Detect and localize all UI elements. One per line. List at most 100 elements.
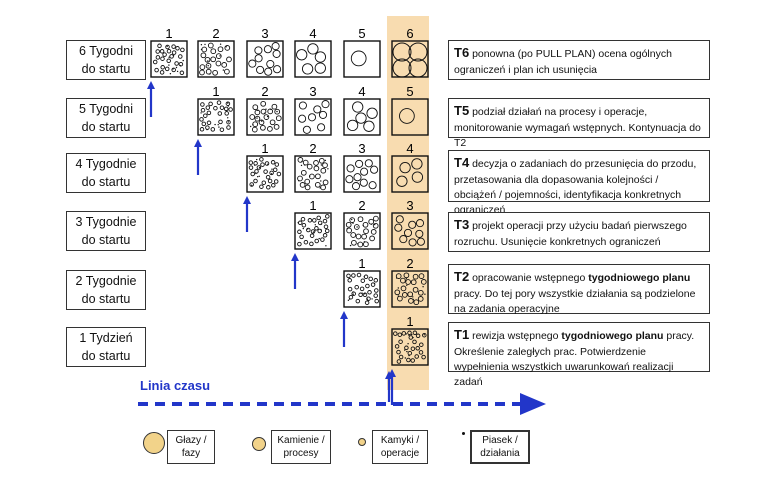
rock-box — [294, 40, 332, 78]
rock-icon — [411, 158, 423, 170]
box-number: 1 — [212, 84, 219, 99]
rock-icon — [252, 121, 259, 128]
row-label-2: 2 Tygodnie do startu — [66, 270, 146, 310]
rock-box — [150, 40, 188, 78]
rock-icon — [324, 228, 330, 234]
box-number: 2 — [261, 84, 268, 99]
rock-icon — [260, 162, 265, 167]
rock-icon — [180, 47, 185, 53]
rock-icon — [300, 169, 307, 176]
rock-icon — [178, 54, 183, 59]
rock-icon — [346, 227, 352, 234]
rock-icon — [364, 300, 370, 305]
rock-icon — [221, 62, 228, 68]
rock-icon — [417, 289, 424, 296]
rock-icon — [199, 117, 204, 122]
rock-icon — [318, 110, 328, 119]
sand-icon — [352, 293, 354, 295]
rock-box — [246, 40, 284, 78]
rock-icon — [355, 159, 364, 168]
box-number: 2 — [309, 141, 316, 156]
rock-icon — [321, 100, 330, 109]
rock-icon — [359, 178, 368, 187]
rock-icon — [297, 229, 302, 235]
box-number: 1 — [165, 26, 172, 41]
legend-icon-large-circle — [143, 432, 165, 454]
rock-icon — [267, 108, 274, 115]
rock-icon — [300, 216, 306, 222]
rock-icon — [210, 127, 216, 132]
rock-icon — [218, 119, 223, 125]
rock-icon — [317, 123, 326, 132]
rock-icon — [416, 237, 425, 246]
rock-icon — [373, 293, 378, 298]
sand-icon — [356, 226, 358, 228]
rock-icon — [404, 345, 409, 351]
sand-icon — [204, 43, 206, 46]
rock-icon — [254, 54, 263, 63]
sand-icon — [227, 121, 230, 123]
rock-box — [343, 40, 381, 78]
legend-label-stones: Kamienie / procesy — [271, 430, 331, 464]
rock-icon — [223, 106, 229, 112]
note-t2: T2 opracowanie wstępnego tygodniowego pl… — [448, 264, 710, 315]
rock-box — [391, 98, 429, 136]
rock-icon — [272, 167, 278, 173]
rock-icon — [160, 56, 165, 61]
rock-icon — [374, 298, 379, 304]
sand-icon — [227, 117, 229, 119]
sand-icon — [412, 336, 414, 339]
rock-icon — [400, 285, 407, 292]
rock-icon — [226, 119, 231, 125]
legend-label-sand: Piasek / działania — [470, 430, 530, 464]
arrow-head-icon — [147, 81, 155, 89]
sand-icon — [168, 56, 170, 58]
rock-icon — [357, 216, 364, 223]
sand-icon — [314, 230, 316, 232]
sand-icon — [373, 283, 376, 285]
rock-icon — [276, 171, 282, 177]
rock-icon — [320, 167, 327, 174]
rock-icon — [372, 222, 379, 229]
rock-icon — [200, 107, 206, 113]
rock-icon — [399, 161, 411, 174]
sand-icon — [327, 168, 329, 170]
sand-icon — [251, 184, 253, 186]
rock-icon — [396, 349, 401, 355]
rock-icon — [275, 115, 282, 122]
rock-icon — [362, 221, 369, 228]
rock-icon — [309, 233, 315, 238]
sand-icon — [371, 298, 373, 300]
rock-icon — [417, 296, 424, 302]
rock-box — [246, 155, 284, 193]
rock-icon — [400, 277, 406, 284]
rock-icon — [369, 235, 375, 242]
rock-icon — [408, 298, 414, 304]
rock-icon — [320, 184, 326, 191]
legend-icon-small-circle — [358, 438, 366, 446]
rock-icon — [199, 64, 206, 70]
rock-icon — [394, 223, 403, 232]
rock-icon — [248, 59, 257, 68]
box-number: 3 — [309, 84, 316, 99]
rock-icon — [210, 56, 217, 63]
rock-icon — [259, 157, 264, 162]
rock-icon — [302, 159, 309, 166]
rock-icon — [256, 165, 262, 170]
rock-icon — [323, 224, 329, 229]
rock-icon — [317, 220, 323, 226]
box-number: 1 — [358, 256, 365, 271]
box-number: 2 — [406, 256, 413, 271]
sand-icon — [175, 66, 178, 69]
rock-icon — [263, 169, 268, 174]
sand-icon — [357, 243, 359, 245]
rock-icon — [359, 286, 365, 292]
box-number: 2 — [212, 26, 219, 41]
rock-icon — [206, 110, 212, 116]
rock-icon — [249, 182, 254, 187]
sand-icon — [349, 244, 352, 247]
rock-icon — [412, 273, 419, 280]
note-t4: T4 decyzja o zadaniach do przesunięcia d… — [448, 150, 710, 216]
rock-icon — [271, 103, 278, 110]
rock-icon — [171, 67, 176, 73]
